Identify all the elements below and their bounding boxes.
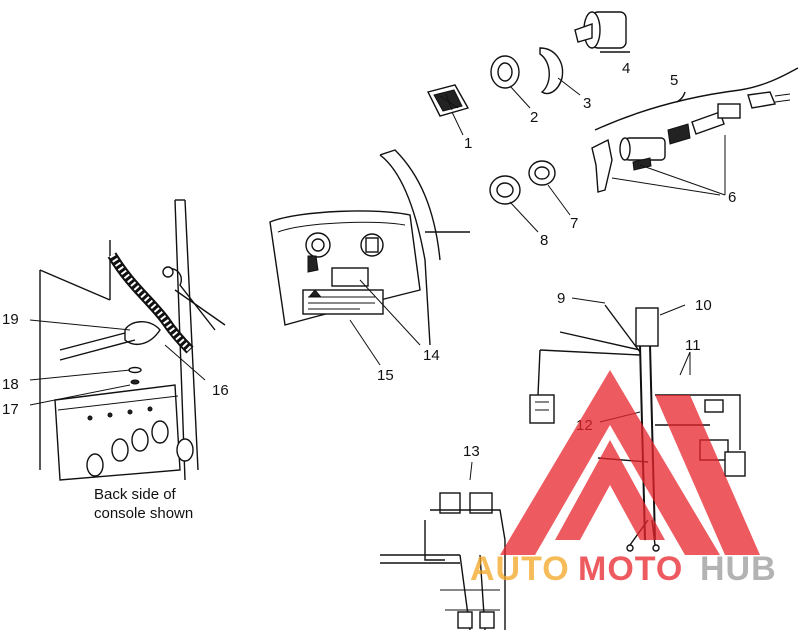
automotohub-logo: AUTO MOTO HUB [470, 370, 777, 588]
caption-line-1: Back side of [94, 486, 177, 503]
logo-text-hub: HUB [700, 550, 777, 588]
leader-lines [29, 77, 726, 481]
ignition-switch-exploded [426, 11, 799, 205]
callout-6: 6 [728, 189, 736, 206]
logo-text-auto: AUTO [470, 550, 570, 588]
callout-1: 1 [464, 135, 472, 152]
logo-triangle-right [655, 395, 760, 555]
logo-triangle-outer [500, 370, 720, 555]
callout-4: 4 [622, 60, 630, 77]
dash-panel-view [269, 149, 470, 346]
caption-line-2: console shown [94, 505, 193, 522]
callout-3: 3 [583, 95, 591, 112]
callout-17: 17 [2, 401, 19, 418]
callout-5: 5 [670, 72, 678, 89]
callout-10: 10 [695, 297, 712, 314]
callout-15: 15 [377, 367, 394, 384]
callout-14: 14 [423, 347, 440, 364]
callout-16: 16 [212, 382, 229, 399]
callout-11: 11 [685, 337, 701, 354]
callout-9: 9 [557, 290, 565, 307]
callout-18: 18 [2, 376, 19, 393]
callout-7: 7 [570, 215, 578, 232]
console-back-view [39, 199, 226, 481]
logo-text-moto: MOTO [578, 550, 683, 588]
callout-19: 19 [2, 311, 19, 328]
callout-13: 13 [463, 443, 480, 460]
logo-triangle-inner [555, 440, 665, 540]
callout-8: 8 [540, 232, 548, 249]
callout-2: 2 [530, 109, 538, 126]
plate-holes [86, 406, 194, 477]
